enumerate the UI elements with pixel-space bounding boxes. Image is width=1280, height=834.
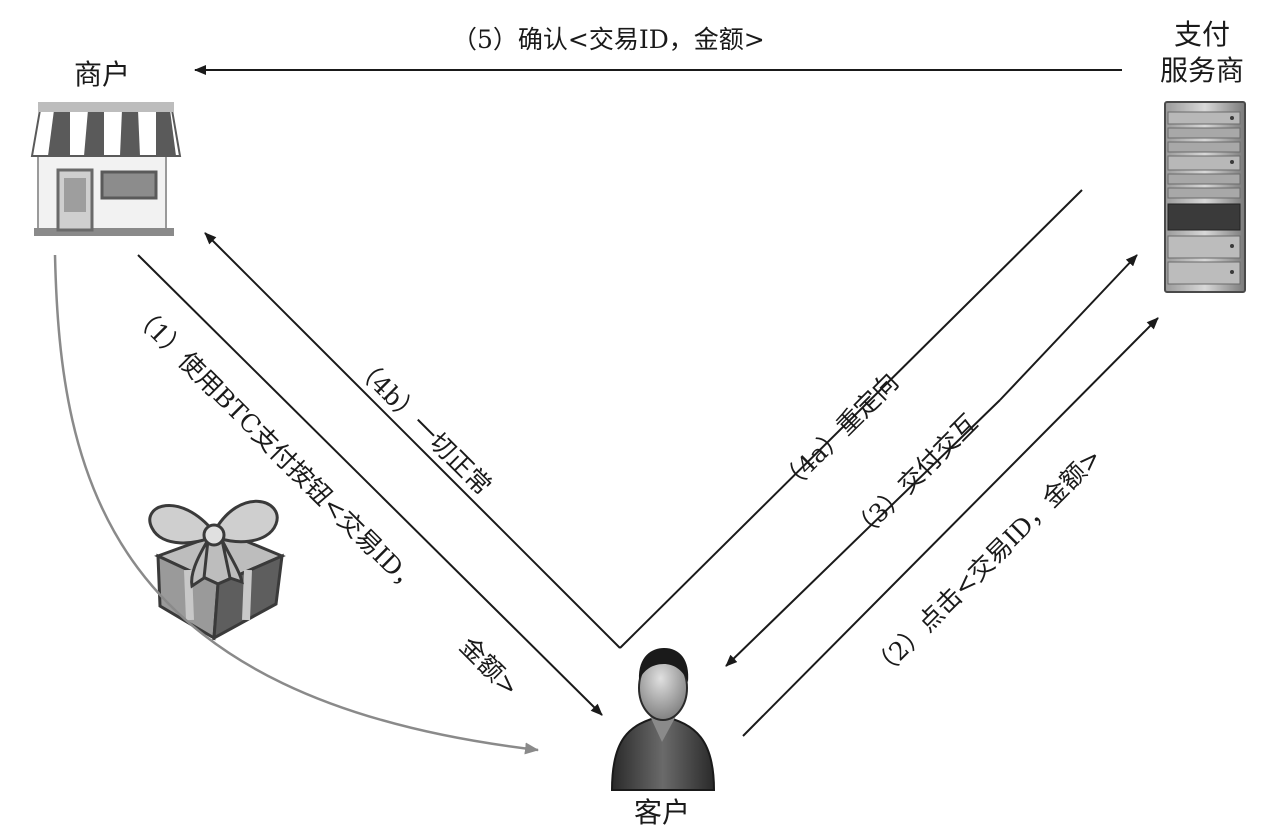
- edge-line-3-to-server: [999, 254, 1138, 401]
- edge-label-5: （5）确认<交易ID，金额>: [452, 25, 765, 54]
- person-icon: [610, 648, 716, 791]
- edge-line-4b: [204, 232, 621, 649]
- edge-line-3-to-customer: [725, 399, 1001, 667]
- store-icon: [30, 102, 182, 236]
- server-icon: [1164, 101, 1246, 293]
- merchant-label: 商户: [74, 58, 131, 91]
- goods-delivery-curve: [53, 254, 539, 755]
- customer-label: 客户: [634, 796, 691, 829]
- edge-line-4a: [619, 189, 1083, 649]
- processor-label-line1: 支付: [1174, 18, 1231, 51]
- edge-line-1: [137, 254, 603, 716]
- processor-label-line2: 服务商: [1160, 54, 1245, 87]
- gift-icon: [148, 499, 286, 641]
- edge-line-2: [742, 317, 1159, 737]
